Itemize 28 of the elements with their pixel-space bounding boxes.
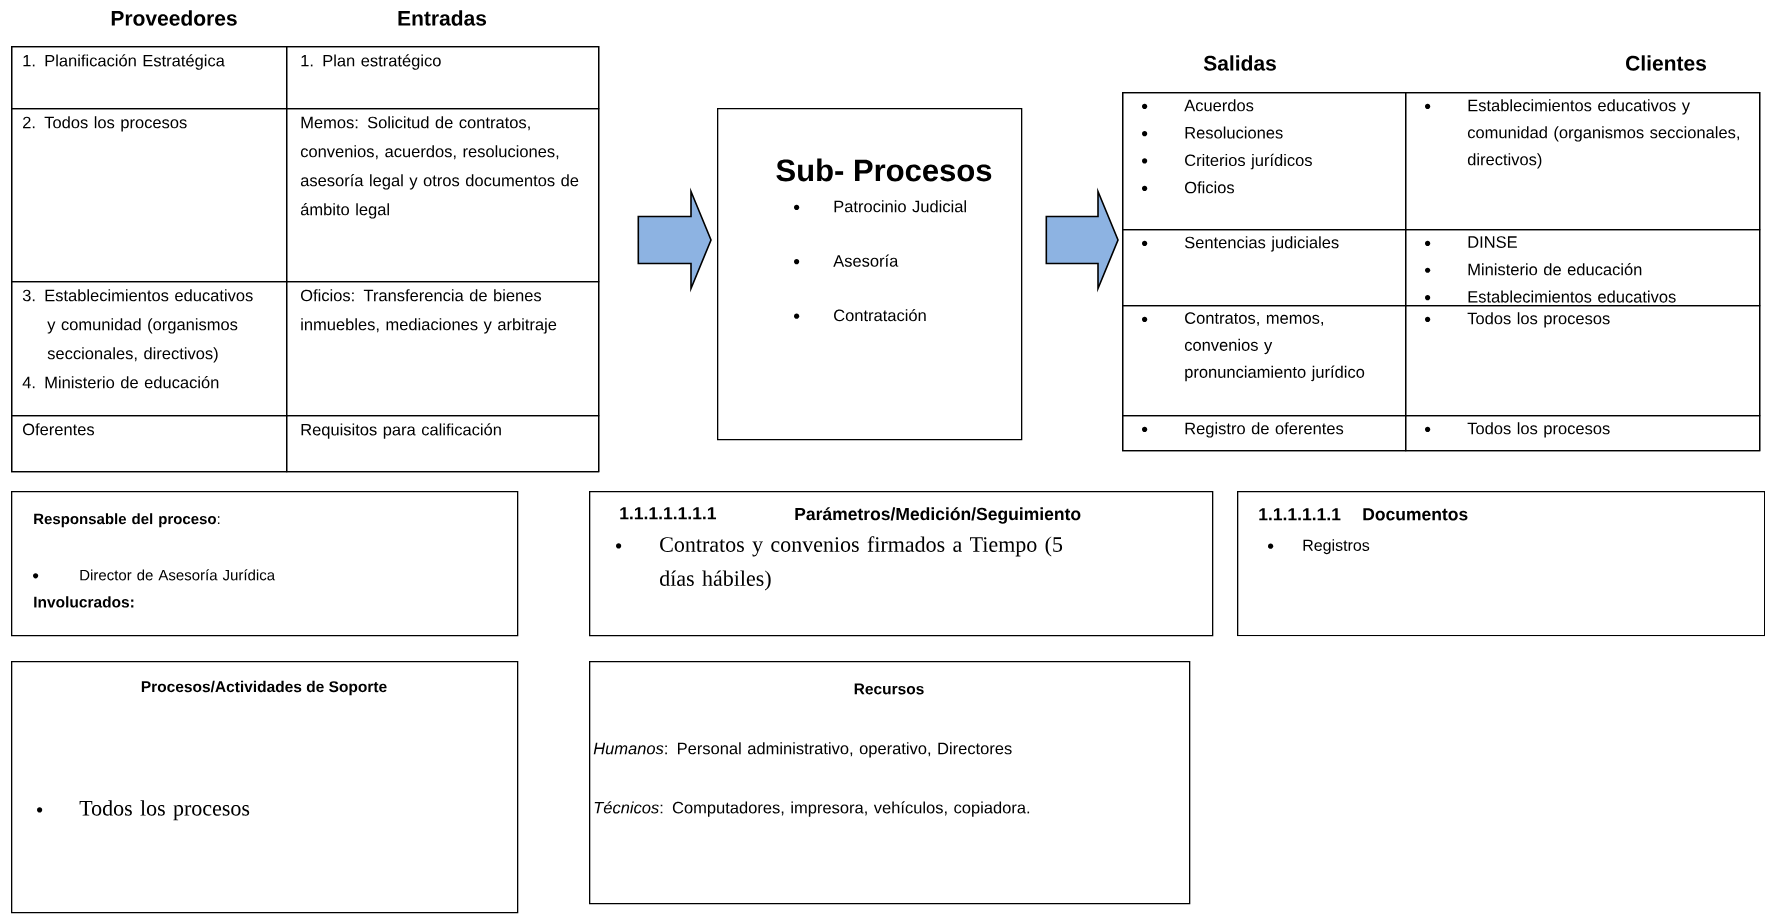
text-box: Recursos Humanos: Personal administrativo, operativo, Directores Técnicos: Computadores, impresora, vehículos, copiadora. [589,661,1191,905]
text-box: 1.1.1.1.1.1.1 Parámetros/Medición/Seguimiento Contratos y convenios firmados a Tiempo (5 días hábiles) [589,491,1214,637]
table-cell: Contratos, memos, convenios y pronunciamiento jurídico [1122,305,1407,417]
table-cell: 2. Todos los procesos [11,108,288,283]
table-cell: Acuerdos Resoluciones Criterios jurídicos Oficios [1122,92,1407,231]
block-arrow [637,187,712,293]
table-cell: Sentencias judiciales [1122,229,1407,307]
block-arrow [1045,187,1119,293]
table-cell: Requisitos para calificación [286,415,600,473]
column-heading: Clientes [1626,55,1706,71]
column-heading: Salidas [1203,55,1276,71]
column-heading: Entradas [398,10,487,26]
table-cell: Memos: Solicitud de contratos, convenios, acuerdos, resoluciones, asesoría legal y otros documentos de ámbito legal [286,108,600,283]
table-cell: Establecimientos educativos y comunidad (organismos seccionales, directivos) [1405,92,1761,231]
table-cell: 3. Establecimientos educativos y comunidad (organismos seccionales, directivos) 4. Ministerio de educación [11,281,288,417]
text-box: Procesos/Actividades de Soporte Todos los procesos [11,661,519,914]
table-cell: 1. Plan estratégico [286,46,600,110]
process-box: Sub- Procesos Patrocinio Judicial Asesoría Contratación [717,108,1023,441]
text-box: Responsable del proceso: Director de Asesoría Jurídica Involucrados: [11,491,519,637]
table-cell: Todos los procesos [1405,415,1761,452]
table-cell: Todos los procesos [1405,305,1761,417]
table-cell: Registro de oferentes [1122,415,1407,452]
table-cell: Oferentes [11,415,288,473]
table-cell: 1. Planificación Estratégica [11,46,288,110]
column-heading: Proveedores [111,10,237,26]
text-box: 1.1.1.1.1.1 Documentos Registros [1237,491,1765,637]
table-cell: DINSE Ministerio de educación Establecimientos educativos [1405,229,1761,307]
table-cell: Oficios: Transferencia de bienes inmuebles, mediaciones y arbitraje [286,281,600,417]
